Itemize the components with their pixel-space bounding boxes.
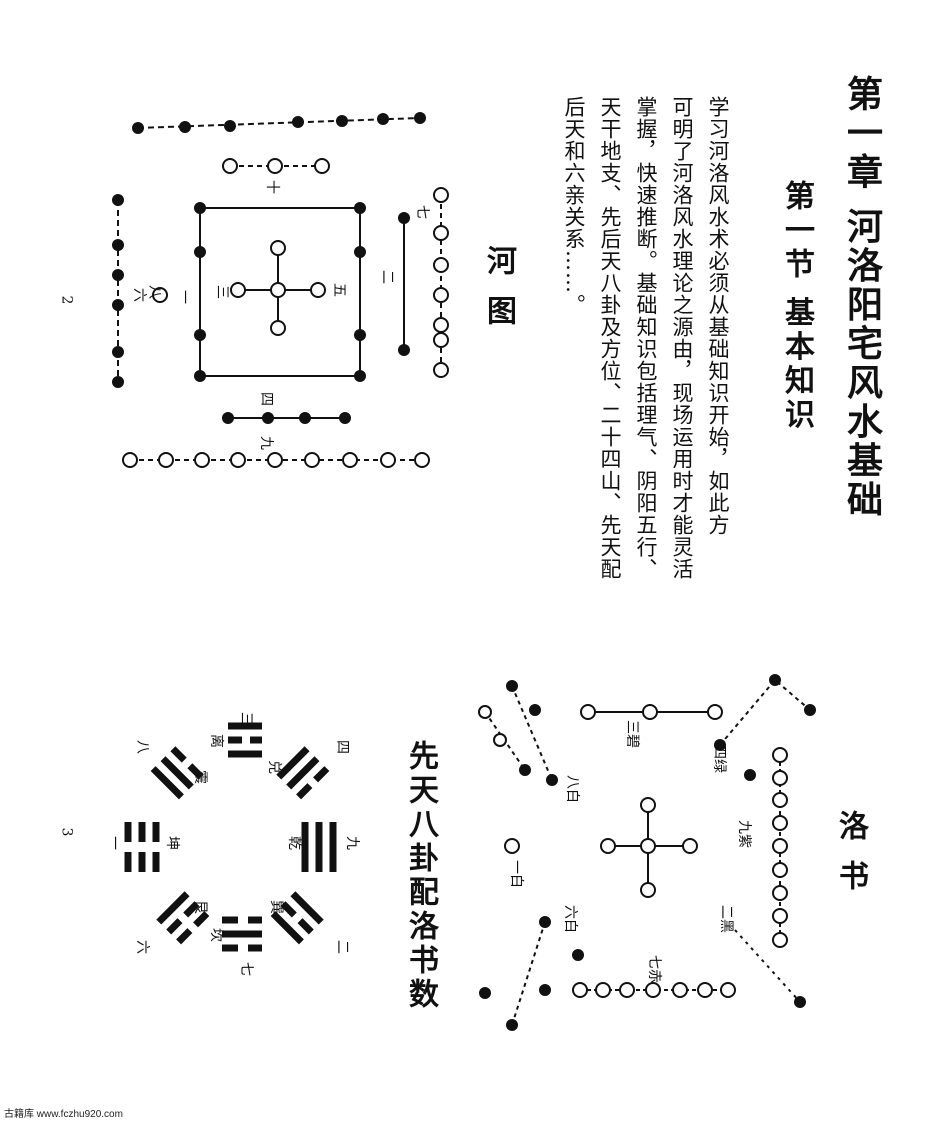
bagua-label-li: 离 [208, 734, 225, 748]
footer-watermark: 古籍库 www.fczhu920.com [4, 1109, 123, 1120]
hetu-label-9: 九 [258, 436, 274, 450]
hetu-label-4: 四 [258, 392, 274, 406]
luoshu-label-qichi: 七赤 [646, 955, 662, 983]
bagua-label-dui: 兑 [266, 760, 282, 774]
hetu-label-3: 三 [214, 285, 230, 299]
luoshu-label-sanbi: 三碧 [624, 720, 640, 748]
hetu-label-1: 一 [176, 290, 192, 304]
bagua-title: 先天八卦配洛书数 [403, 740, 438, 1012]
hetu-label-8: 八 [146, 285, 162, 299]
chapter-title: 第一章 河洛阳宅风水基础 [841, 75, 883, 520]
hetu-label-10: 十 [264, 180, 280, 194]
luoshu-label-erhei: 二黑 [718, 905, 734, 933]
luoshu-label-jiuzi: 九紫 [736, 820, 752, 848]
figure-labels: 七 二 五 十 一 六 四 九 三 八 三碧 八白 四绿 九紫 二黑 一白 六白… [106, 180, 752, 983]
luoshu-title: 洛书 [833, 810, 868, 910]
paragraph-line-3: 掌握，快速推断。基础知识包括理气、阴阳五行、 [634, 96, 658, 580]
bagua-label-xun: 巽 [268, 900, 284, 914]
bagua-diagram [124, 722, 337, 952]
hetu-label-5: 五 [331, 283, 347, 297]
luoshu-label-liubai: 六白 [562, 905, 578, 933]
hetu-diagram [112, 112, 449, 468]
bagua-label-kun: 坤 [164, 836, 180, 850]
bagua-label-qian: 乾 [286, 836, 302, 850]
paragraph-line-5: 后天和六亲关系……。 [562, 96, 586, 316]
bagua-num-8: 八 [134, 740, 150, 754]
hetu-title: 河图 [481, 245, 516, 345]
luoshu-label-yibai: 一白 [508, 860, 524, 888]
luoshu-diagram [478, 674, 816, 1031]
hetu-label-7: 七 [414, 205, 430, 219]
paragraph-line-1: 学习河洛风水术必须从基础知识开始，如此方 [706, 96, 730, 536]
hetu-label-2: 二 [379, 270, 395, 284]
luoshu-label-babai: 八白 [564, 775, 580, 803]
bagua-label-kan: 坎 [208, 928, 224, 942]
bagua-num-7: 七 [238, 962, 254, 976]
paragraph-line-2: 可明了河洛风水理论之源由，现场运用时才能灵活 [670, 96, 694, 580]
bagua-label-zhen: 震 [192, 770, 208, 784]
section-title: 第一节 基本知识 [779, 180, 814, 433]
bagua-num-9: 九 [344, 836, 360, 850]
luoshu-label-silu: 四绿 [711, 745, 727, 773]
bagua-num-4: 四 [334, 740, 350, 754]
bagua-num-3: 三 [238, 712, 254, 726]
bagua-num-1: 一 [106, 836, 122, 850]
paragraph-line-4: 天干地支、先后天八卦及方位、二十四山、先天配 [598, 96, 622, 580]
bagua-num-6: 六 [134, 940, 150, 954]
bagua-num-2: 二 [334, 940, 350, 954]
hetu-label-6: 六 [131, 288, 147, 302]
bagua-label-gen: 艮 [192, 900, 208, 914]
